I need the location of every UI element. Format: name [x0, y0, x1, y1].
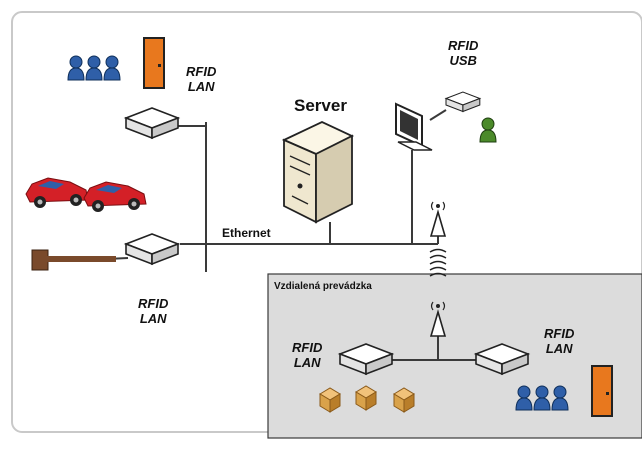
remote-site-label: Vzdialená prevádzka [274, 281, 372, 292]
rfid-label-line: RFID [448, 38, 479, 53]
lan-label-line: LAN [293, 355, 321, 370]
rfid-reader-icon [125, 233, 179, 265]
door-icon [143, 37, 165, 89]
rfid-label-line: RFID [138, 296, 169, 311]
barrier-icon [31, 249, 116, 271]
usb-label-line: USB [449, 53, 477, 68]
network-links [84, 109, 488, 361]
lan-label-line: LAN [545, 341, 573, 356]
wireless-waves-icon [429, 248, 447, 277]
rfid-lan-top-label: RFID LAN [186, 64, 216, 94]
server-icon [281, 121, 355, 224]
antenna-icon [430, 201, 446, 237]
lan-label-line: LAN [187, 79, 215, 94]
monitor-icon [395, 102, 433, 151]
remote-site-area [267, 273, 642, 439]
rfid-reader-icon [445, 91, 481, 113]
people-icon [67, 55, 121, 81]
people-icon [515, 385, 569, 411]
lan-label-line: LAN [139, 311, 167, 326]
rfid-reader-icon [125, 107, 179, 139]
rfid-label-line: RFID [292, 340, 323, 355]
car-icon [25, 177, 147, 213]
rfid-lan-left-label: RFID LAN [138, 296, 168, 326]
rfid-lan-remote-right-label: RFID LAN [544, 326, 574, 356]
rfid-lan-remote-left-label: RFID LAN [292, 340, 322, 370]
package-icon [319, 385, 415, 413]
rfid-label-line: RFID [186, 64, 217, 79]
ethernet-label: Ethernet [222, 226, 271, 240]
user-icon [479, 117, 497, 143]
rfid-usb-label: RFID USB [448, 38, 478, 68]
door-icon [591, 365, 613, 417]
rfid-label-line: RFID [544, 326, 575, 341]
server-label: Server [294, 96, 347, 115]
